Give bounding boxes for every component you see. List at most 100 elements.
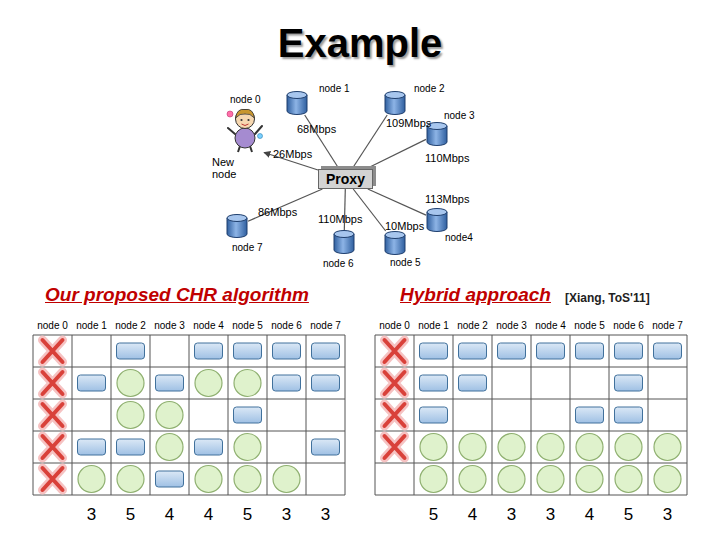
node-label: node 7 bbox=[232, 242, 263, 254]
chunk-circle bbox=[459, 434, 486, 461]
chunk-circle bbox=[273, 466, 300, 493]
chunk-block bbox=[420, 343, 448, 359]
cylinder-shape bbox=[286, 91, 308, 115]
chunk-circle bbox=[234, 370, 261, 397]
chunk-circle bbox=[576, 466, 603, 493]
cylinder-top bbox=[427, 209, 447, 216]
cylinder-shape bbox=[426, 208, 448, 232]
column-header: node 5 bbox=[574, 320, 605, 332]
chunk-block bbox=[234, 343, 262, 359]
node-label: New node bbox=[212, 156, 242, 180]
column-count: 4 bbox=[204, 505, 213, 525]
chunk-block bbox=[615, 407, 643, 423]
column-header: node 6 bbox=[613, 320, 644, 332]
bandwidth-label: 68Mbps bbox=[297, 123, 336, 136]
column-count: 5 bbox=[243, 505, 252, 525]
chunk-circle bbox=[459, 466, 486, 493]
column-header: node 3 bbox=[154, 320, 185, 332]
node-label: node 1 bbox=[319, 83, 350, 95]
failed-cross bbox=[43, 436, 63, 458]
person-flower bbox=[258, 134, 263, 139]
chunk-circle bbox=[156, 434, 183, 461]
column-count: 3 bbox=[546, 505, 555, 525]
column-header: node 4 bbox=[193, 320, 224, 332]
proxy-label: Proxy bbox=[326, 171, 365, 187]
bandwidth-label: 86Mbps bbox=[258, 206, 297, 219]
column-header: node 0 bbox=[379, 320, 410, 332]
chunk-block bbox=[420, 375, 448, 391]
cylinder-shape bbox=[333, 230, 355, 254]
node-label: node4 bbox=[445, 232, 473, 244]
column-header: node 0 bbox=[37, 320, 68, 332]
node-label: node 3 bbox=[444, 110, 475, 122]
column-header: node 2 bbox=[115, 320, 146, 332]
cylinder-top bbox=[227, 215, 247, 222]
failed-cross bbox=[43, 468, 63, 490]
chunk-block bbox=[78, 375, 106, 391]
column-count: 3 bbox=[282, 505, 291, 525]
citation: [Xiang, ToS'11] bbox=[565, 291, 650, 305]
chunk-block bbox=[312, 343, 340, 359]
failed-cross bbox=[385, 340, 405, 362]
chunk-circle bbox=[234, 434, 261, 461]
column-count: 5 bbox=[624, 505, 633, 525]
new-node-icon: node 0New node bbox=[212, 106, 264, 182]
failed-cross bbox=[43, 404, 63, 426]
section-heading: Hybrid approach bbox=[400, 284, 551, 306]
chunk-circle bbox=[78, 466, 105, 493]
column-header: node 2 bbox=[457, 320, 488, 332]
chunk-circle bbox=[498, 434, 525, 461]
failed-cross bbox=[385, 404, 405, 426]
bandwidth-link bbox=[352, 115, 387, 169]
person-body bbox=[235, 128, 255, 148]
person-mouth bbox=[242, 124, 249, 126]
chunk-circle bbox=[615, 466, 642, 493]
column-header: node 6 bbox=[271, 320, 302, 332]
chunk-circle bbox=[537, 434, 564, 461]
person-eye bbox=[240, 119, 242, 121]
cylinder-shape bbox=[226, 214, 248, 238]
bandwidth-label: 10Mbps bbox=[385, 220, 424, 233]
column-header: node 1 bbox=[76, 320, 107, 332]
chunk-circle bbox=[537, 466, 564, 493]
chunk-block bbox=[312, 439, 340, 455]
bandwidth-label: 110Mbps bbox=[318, 213, 362, 226]
storage-node: node 5 bbox=[384, 231, 406, 255]
chunk-block bbox=[420, 407, 448, 423]
table-grid bbox=[33, 335, 345, 495]
chunk-circle bbox=[117, 370, 144, 397]
chunk-circle bbox=[156, 402, 183, 429]
failed-cross bbox=[385, 372, 405, 394]
failed-cross bbox=[385, 436, 405, 458]
chunk-circle bbox=[615, 434, 642, 461]
cylinder-shape bbox=[384, 91, 406, 115]
chunk-block bbox=[117, 343, 145, 359]
chunk-circle bbox=[420, 434, 447, 461]
chunk-block bbox=[78, 439, 106, 455]
column-count: 4 bbox=[468, 505, 477, 525]
column-count: 4 bbox=[165, 505, 174, 525]
storage-node: node 1 bbox=[286, 91, 308, 115]
section-heading: Our proposed CHR algorithm bbox=[45, 284, 309, 306]
chunk-circle bbox=[117, 402, 144, 429]
column-header: node 7 bbox=[652, 320, 683, 332]
chunk-block bbox=[576, 407, 604, 423]
node-label: node 6 bbox=[323, 258, 354, 270]
chunk-block bbox=[312, 375, 340, 391]
cylinder-shape bbox=[384, 231, 406, 255]
person-head bbox=[236, 110, 255, 129]
cylinder-top bbox=[385, 92, 405, 99]
table-grid bbox=[375, 335, 687, 495]
column-header: node 5 bbox=[232, 320, 263, 332]
chunk-block bbox=[537, 343, 565, 359]
bandwidth-link bbox=[368, 189, 426, 215]
chunk-block bbox=[576, 343, 604, 359]
chunk-circle bbox=[654, 466, 681, 493]
bandwidth-label: 110Mbps bbox=[425, 152, 469, 165]
cylinder-top bbox=[334, 231, 354, 238]
chunk-circle bbox=[195, 466, 222, 493]
failed-cross bbox=[43, 340, 63, 362]
